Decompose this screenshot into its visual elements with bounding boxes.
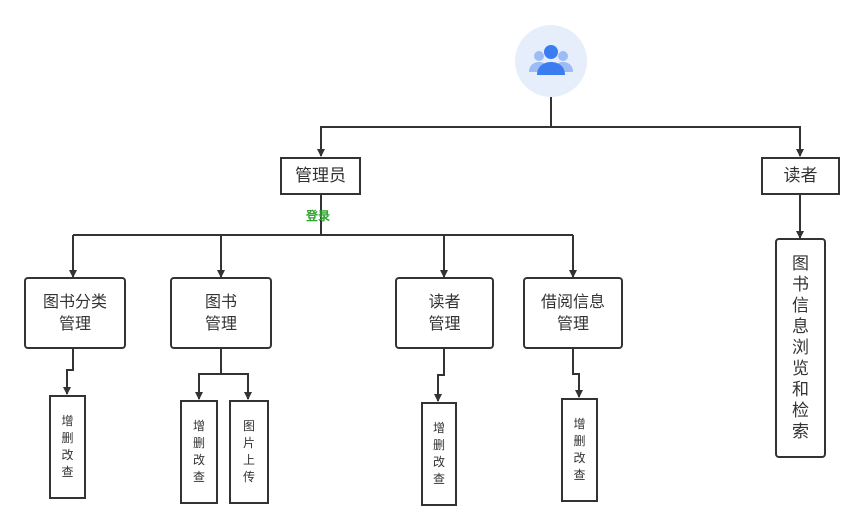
edge-category-crud (63, 348, 74, 395)
login-label: 登录 (306, 209, 331, 223)
category-management-label: 图书分类 管理 (42, 292, 107, 333)
reader-management-label: 读者 管理 (428, 292, 461, 333)
book-image-upload-node: 图片上传 (229, 400, 269, 504)
users-group-icon (529, 45, 573, 75)
category-management-node: 图书分类 管理 (24, 277, 126, 349)
book-management-label: 图书 管理 (204, 292, 237, 333)
reader-crud-node: 增删改查 (421, 402, 457, 506)
borrow-crud-label: 增删改查 (573, 417, 586, 482)
edge-book-bus (195, 348, 222, 400)
borrow-management-label: 借阅信息 管理 (540, 292, 605, 333)
admin-label: 管理员 (295, 165, 346, 186)
root-user-group-node (515, 25, 587, 97)
reader-label: 读者 (783, 165, 818, 186)
edge-borrow-crud (572, 348, 583, 398)
borrow-crud-node: 增删改查 (561, 398, 598, 502)
edge-book-upload (221, 373, 252, 400)
reader-crud-label: 增删改查 (433, 421, 446, 486)
category-crud-node: 增删改查 (49, 395, 86, 499)
book-crud-node: 增删改查 (180, 400, 218, 504)
book-image-upload-label: 图片上传 (243, 419, 256, 484)
edge-root-reader (551, 126, 804, 157)
category-crud-label: 增删改查 (61, 414, 74, 479)
edge-admin-category (73, 234, 573, 277)
borrow-management-node: 借阅信息 管理 (523, 277, 623, 349)
admin-node: 管理员 (280, 157, 361, 195)
book-browse-search-node: 图书信息浏览和检索 (775, 238, 826, 458)
book-management-node: 图书 管理 (170, 277, 272, 349)
book-browse-search-label: 图书信息浏览和检索 (792, 253, 809, 442)
reader-node: 读者 (761, 157, 840, 195)
reader-management-node: 读者 管理 (395, 277, 494, 349)
edge-root-admin (317, 97, 552, 157)
book-crud-label: 增删改查 (193, 419, 206, 484)
edge-reader-crud (434, 348, 445, 402)
